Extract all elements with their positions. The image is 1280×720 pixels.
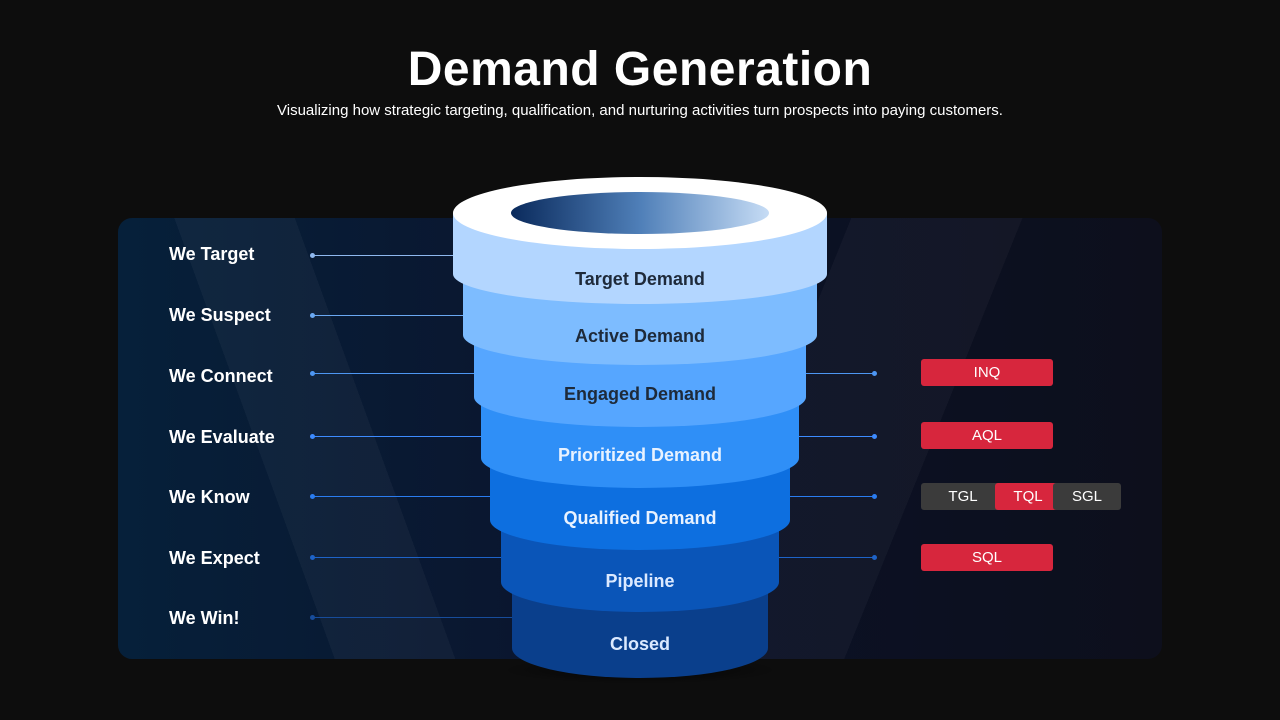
leader-line-expect [310, 555, 507, 560]
band-label-prioritized-demand: Prioritized Demand [557, 445, 723, 465]
band-label-engaged-demand: Engaged Demand [563, 384, 717, 404]
tag-tql: TQL [995, 483, 1061, 510]
leader-line-qualified [780, 494, 877, 499]
band-label-active-demand: Active Demand [574, 326, 706, 346]
leader-line-suspect [310, 313, 472, 318]
leader-line-evaluate [310, 434, 487, 439]
stage-label-expect: We Expect [169, 548, 260, 568]
leader-line-aql [785, 434, 877, 439]
tag-inq: INQ [921, 359, 1053, 386]
band-label-target-demand: Target Demand [575, 269, 705, 289]
band-label-closed: Closed [609, 634, 670, 654]
tag-aql: AQL [921, 422, 1053, 449]
leader-line-connect [310, 371, 482, 376]
leader-line-target [310, 253, 462, 258]
tag-sql: SQL [921, 544, 1053, 571]
tag-tgl: TGL [921, 483, 1005, 510]
leader-line-win [310, 615, 517, 620]
tag-sgl: SGL [1053, 483, 1121, 510]
band-label-qualified-demand: Qualified Demand [563, 508, 717, 528]
stage-label-know: We Know [169, 487, 250, 507]
leader-line-inq [790, 371, 877, 376]
funnel-rim [453, 177, 827, 249]
stage-label-suspect: We Suspect [169, 305, 271, 325]
band-label-pipeline: Pipeline [605, 571, 675, 591]
stage-label-evaluate: We Evaluate [169, 427, 275, 447]
stage-label-win: We Win! [169, 608, 240, 628]
leader-line-sql [770, 555, 877, 560]
stage-label-target: We Target [169, 244, 255, 264]
stage-label-connect: We Connect [169, 366, 273, 386]
page-title: Demand Generation [407, 43, 873, 96]
leader-line-know [310, 494, 497, 499]
page-subtitle: Visualizing how strategic targeting, qua… [277, 102, 1003, 119]
